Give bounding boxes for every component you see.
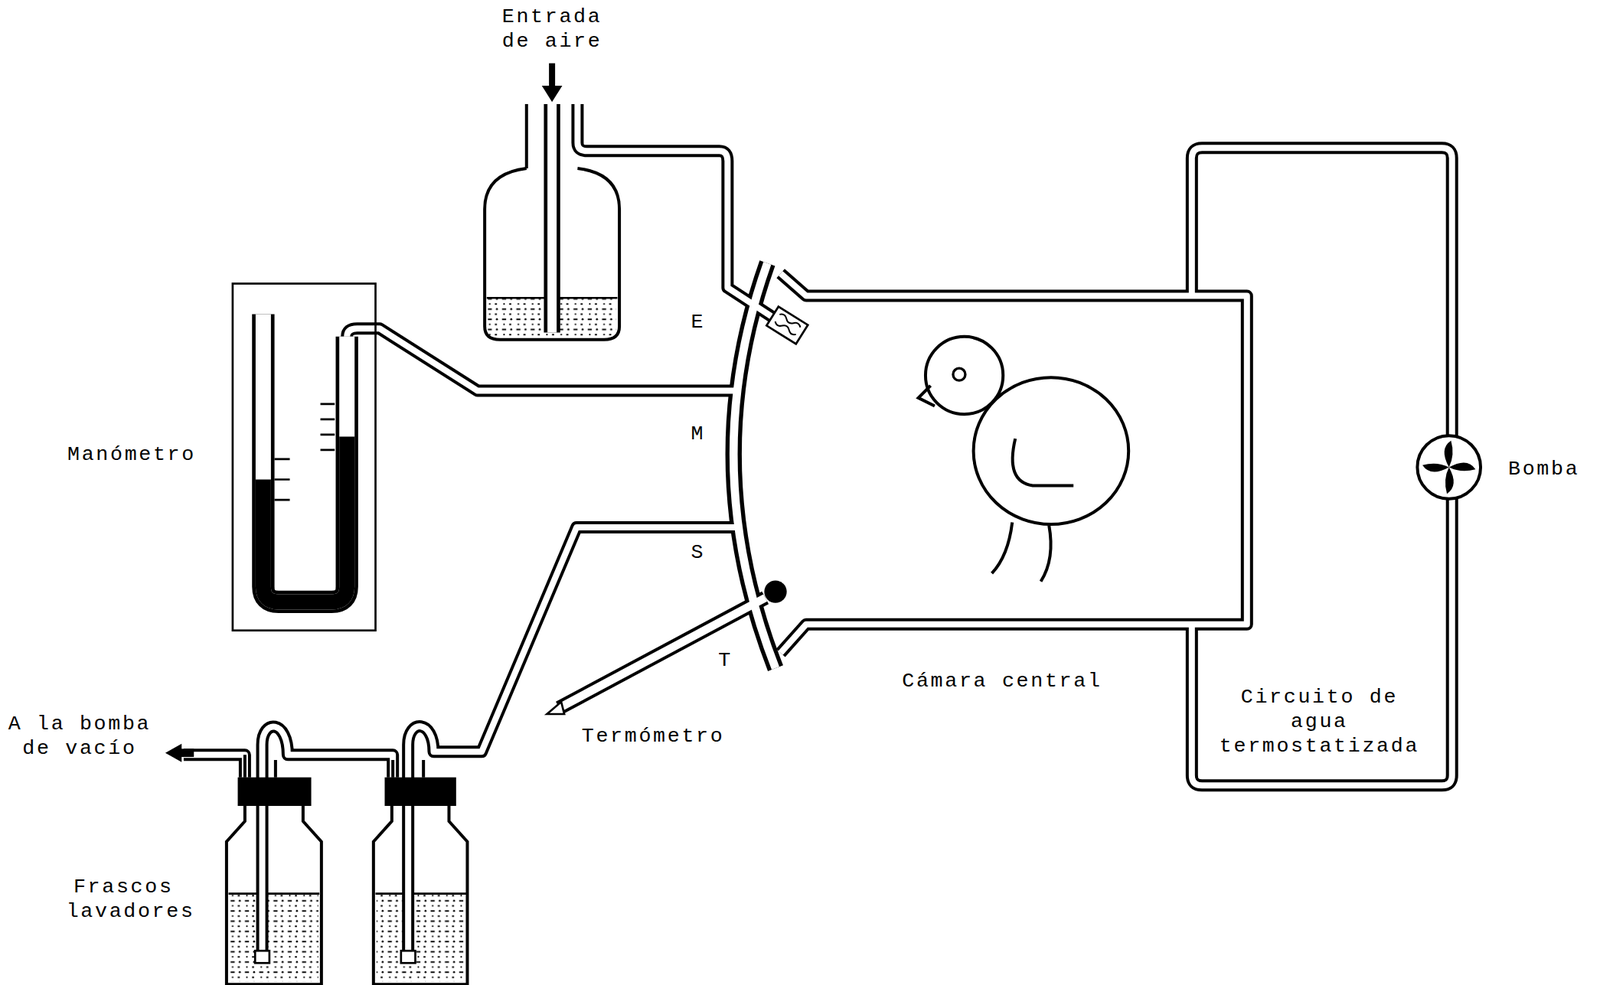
label: Bomba [1508,457,1580,482]
label: Circuito de agua termostatizada [1211,685,1428,760]
label: Termómetro [581,724,725,749]
label: Frascos lavadores [66,875,181,925]
label: T [718,649,733,674]
label: A la bomba de vacío [3,711,157,761]
label: E [690,310,706,335]
label: M [690,422,706,448]
label: S [690,540,706,565]
label: Manómetro [67,442,196,467]
label: Entrada de aire [499,5,606,55]
label: Cámara central [901,669,1102,694]
